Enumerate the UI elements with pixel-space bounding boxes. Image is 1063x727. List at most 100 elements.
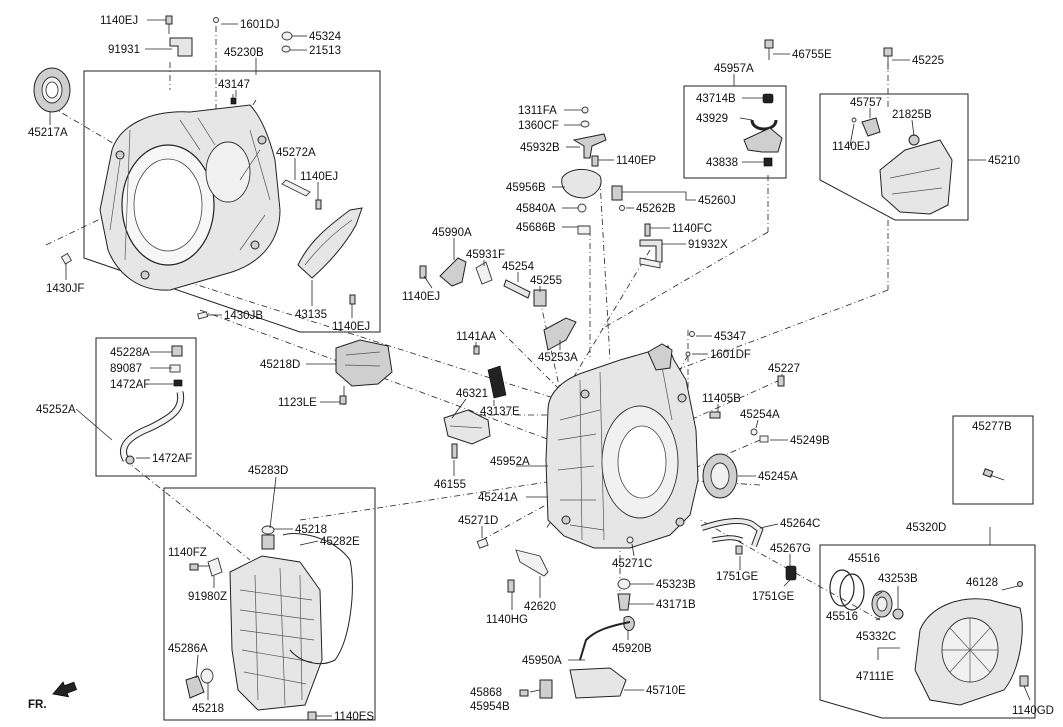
label-45218-bottom: 45218 <box>192 703 224 715</box>
label-43137E: 43137E <box>480 406 520 418</box>
label-45272A: 45272A <box>276 147 316 159</box>
label-45245A: 45245A <box>758 471 798 483</box>
label-45267G: 45267G <box>770 543 811 555</box>
label-45277B: 45277B <box>972 421 1012 433</box>
cover-45210-drawing <box>851 47 953 215</box>
label-1601DJ: 1601DJ <box>240 19 280 31</box>
label-45931F: 45931F <box>466 249 505 261</box>
label-45868: 45868 <box>470 687 502 699</box>
label-45283D: 45283D <box>248 465 288 477</box>
label-46755E: 46755E <box>792 49 832 61</box>
transmission-case-drawing <box>545 343 699 549</box>
label-45516-bottom: 45516 <box>826 611 858 623</box>
label-1140ES: 1140ES <box>334 711 374 723</box>
label-45282E: 45282E <box>320 536 360 548</box>
label-21825B: 21825B <box>892 109 932 121</box>
label-1140EJ-top: 1140EJ <box>100 15 138 27</box>
label-91980Z: 91980Z <box>188 591 227 603</box>
label-1472AF-bottom: 1472AF <box>152 453 192 465</box>
box-hose-assembly <box>95 337 197 477</box>
label-45254: 45254 <box>502 261 535 273</box>
label-11405B: 11405B <box>702 393 741 405</box>
label-43714B: 43714B <box>696 93 736 105</box>
part-number-labels: 1140EJ 1601DJ 45324 91931 45230B 21513 4… <box>28 15 1054 723</box>
label-45230B: 45230B <box>224 47 264 59</box>
label-45264C: 45264C <box>780 518 820 530</box>
label-43838: 43838 <box>706 157 738 169</box>
label-45262B: 45262B <box>636 203 676 215</box>
label-91931: 91931 <box>108 44 140 56</box>
label-45210: 45210 <box>988 155 1020 167</box>
label-1360CF: 1360CF <box>518 120 559 132</box>
sensor-cluster-drawing <box>561 106 663 269</box>
label-43171B: 43171B <box>656 599 696 611</box>
label-45225: 45225 <box>912 55 944 67</box>
label-1430JB: 1430JB <box>224 310 263 322</box>
label-45347: 45347 <box>714 331 746 343</box>
label-42620: 42620 <box>524 601 556 613</box>
label-1140EJ-cover: 1140EJ <box>832 141 870 153</box>
label-1311FA: 1311FA <box>518 105 557 117</box>
label-45324: 45324 <box>309 31 342 43</box>
valve-body-drawing <box>185 525 353 721</box>
label-45332C: 45332C <box>856 631 896 643</box>
label-45271C: 45271C <box>612 558 652 570</box>
label-91932X: 91932X <box>688 239 728 251</box>
label-46155: 46155 <box>434 479 466 491</box>
hose-45252A-drawing <box>120 345 185 465</box>
box-45277B <box>952 415 1034 505</box>
seal-45217A-drawing <box>33 67 71 113</box>
label-43253B: 43253B <box>878 573 918 585</box>
label-1140EJ-housing: 1140EJ <box>300 171 338 183</box>
bolt-45277B-drawing <box>982 468 1005 481</box>
strainer-46321-drawing <box>443 365 507 459</box>
label-45323B: 45323B <box>656 579 696 591</box>
label-45932B: 45932B <box>520 142 560 154</box>
label-1751GE-right: 1751GE <box>752 591 795 603</box>
label-1601DF: 1601DF <box>710 349 751 361</box>
box-cover-45210 <box>819 93 969 221</box>
label-45260J: 45260J <box>698 195 736 207</box>
label-45516-top: 45516 <box>848 553 880 565</box>
label-43147: 43147 <box>218 79 250 91</box>
label-1140GD: 1140GD <box>1012 705 1054 717</box>
leader-lines <box>49 19 1031 717</box>
case-side-parts <box>476 331 797 699</box>
box-valve-body <box>163 487 376 721</box>
box-bracket-kit <box>683 85 787 179</box>
label-45253A: 45253A <box>538 352 578 364</box>
label-45757: 45757 <box>850 97 882 109</box>
box-rear-cover <box>819 544 1036 719</box>
bracket-45218D-drawing <box>335 339 393 405</box>
deflector-43135-drawing <box>297 207 363 279</box>
label-1140HG: 1140HG <box>486 614 528 626</box>
bracket-kit-drawing <box>743 39 783 167</box>
label-45218D: 45218D <box>260 359 300 371</box>
label-45255: 45255 <box>530 275 562 287</box>
label-21513: 21513 <box>309 45 341 57</box>
label-1123LE: 1123LE <box>278 397 317 409</box>
label-1751GE-left: 1751GE <box>716 571 759 583</box>
front-direction-label: FR. <box>28 699 47 711</box>
label-1430JF: 1430JF <box>46 283 84 295</box>
label-1141AA: 1141AA <box>456 331 496 343</box>
front-direction-marker: FR. <box>28 681 78 711</box>
label-45252A: 45252A <box>36 404 76 416</box>
converter-housing-drawing <box>99 104 281 291</box>
label-45286A: 45286A <box>168 643 208 655</box>
label-1140EJ-linkage: 1140EJ <box>402 291 440 303</box>
label-45686B: 45686B <box>516 222 556 234</box>
label-45954B: 45954B <box>470 701 510 713</box>
label-43929: 43929 <box>696 113 728 125</box>
label-1140FZ: 1140FZ <box>168 547 207 559</box>
label-45271D: 45271D <box>458 515 498 527</box>
label-45920B: 45920B <box>612 643 652 655</box>
housing-small-parts <box>60 15 356 320</box>
label-45227: 45227 <box>768 363 800 375</box>
label-43135: 43135 <box>295 309 327 321</box>
label-45952A: 45952A <box>490 456 530 468</box>
label-45217A: 45217A <box>28 127 68 139</box>
label-1140FC: 1140FC <box>672 223 712 235</box>
label-45254A: 45254A <box>740 409 780 421</box>
